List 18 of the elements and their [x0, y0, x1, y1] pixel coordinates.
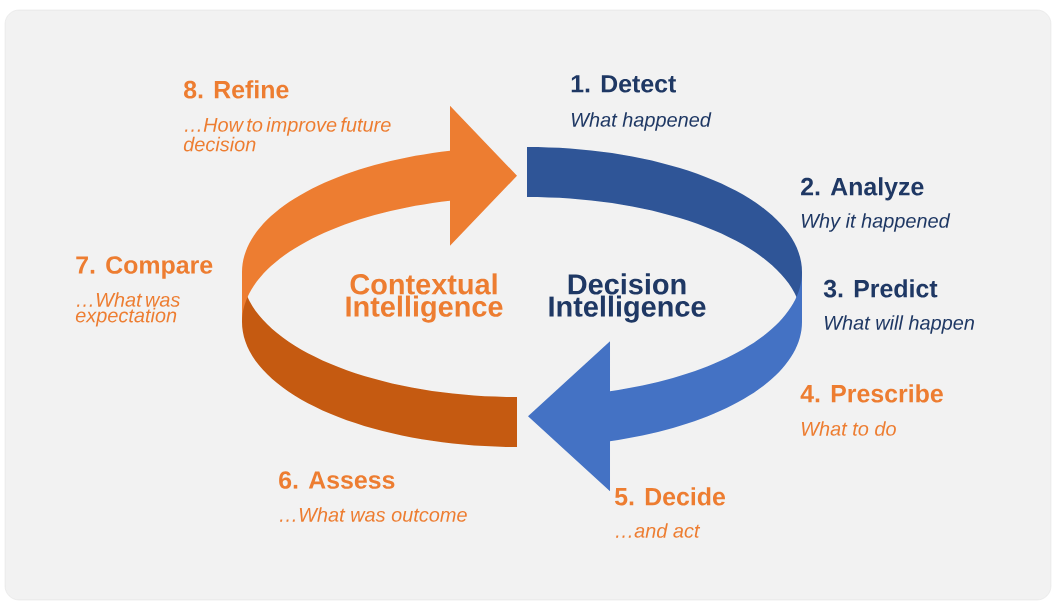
- step-description: What will happen: [824, 315, 974, 334]
- step-heading: 4. Prescribe: [800, 384, 943, 403]
- step-heading: 7. Compare: [76, 256, 213, 279]
- step-description: …and act: [616, 523, 701, 538]
- cycle-title: Contextual Intelligence: [346, 273, 503, 323]
- step-description: What happened: [571, 112, 712, 131]
- step-description: …What was outcome: [280, 507, 467, 522]
- step-description: What to do: [801, 421, 896, 436]
- step-heading: 5. Decide: [614, 487, 725, 506]
- step-heading: 6. Assess: [279, 471, 395, 489]
- step-heading: 8. Refine: [184, 80, 289, 99]
- step-description: …What was expectation: [75, 292, 180, 327]
- step-description: Why it happened: [801, 213, 951, 232]
- step-description: …How to improve future decision: [183, 117, 391, 152]
- step-heading: 3. Predict: [823, 279, 938, 298]
- step-heading: 2. Analyze: [801, 177, 924, 201]
- step-heading: 1. Detect: [571, 75, 676, 93]
- cycle-title: Decision Intelligence: [549, 273, 706, 323]
